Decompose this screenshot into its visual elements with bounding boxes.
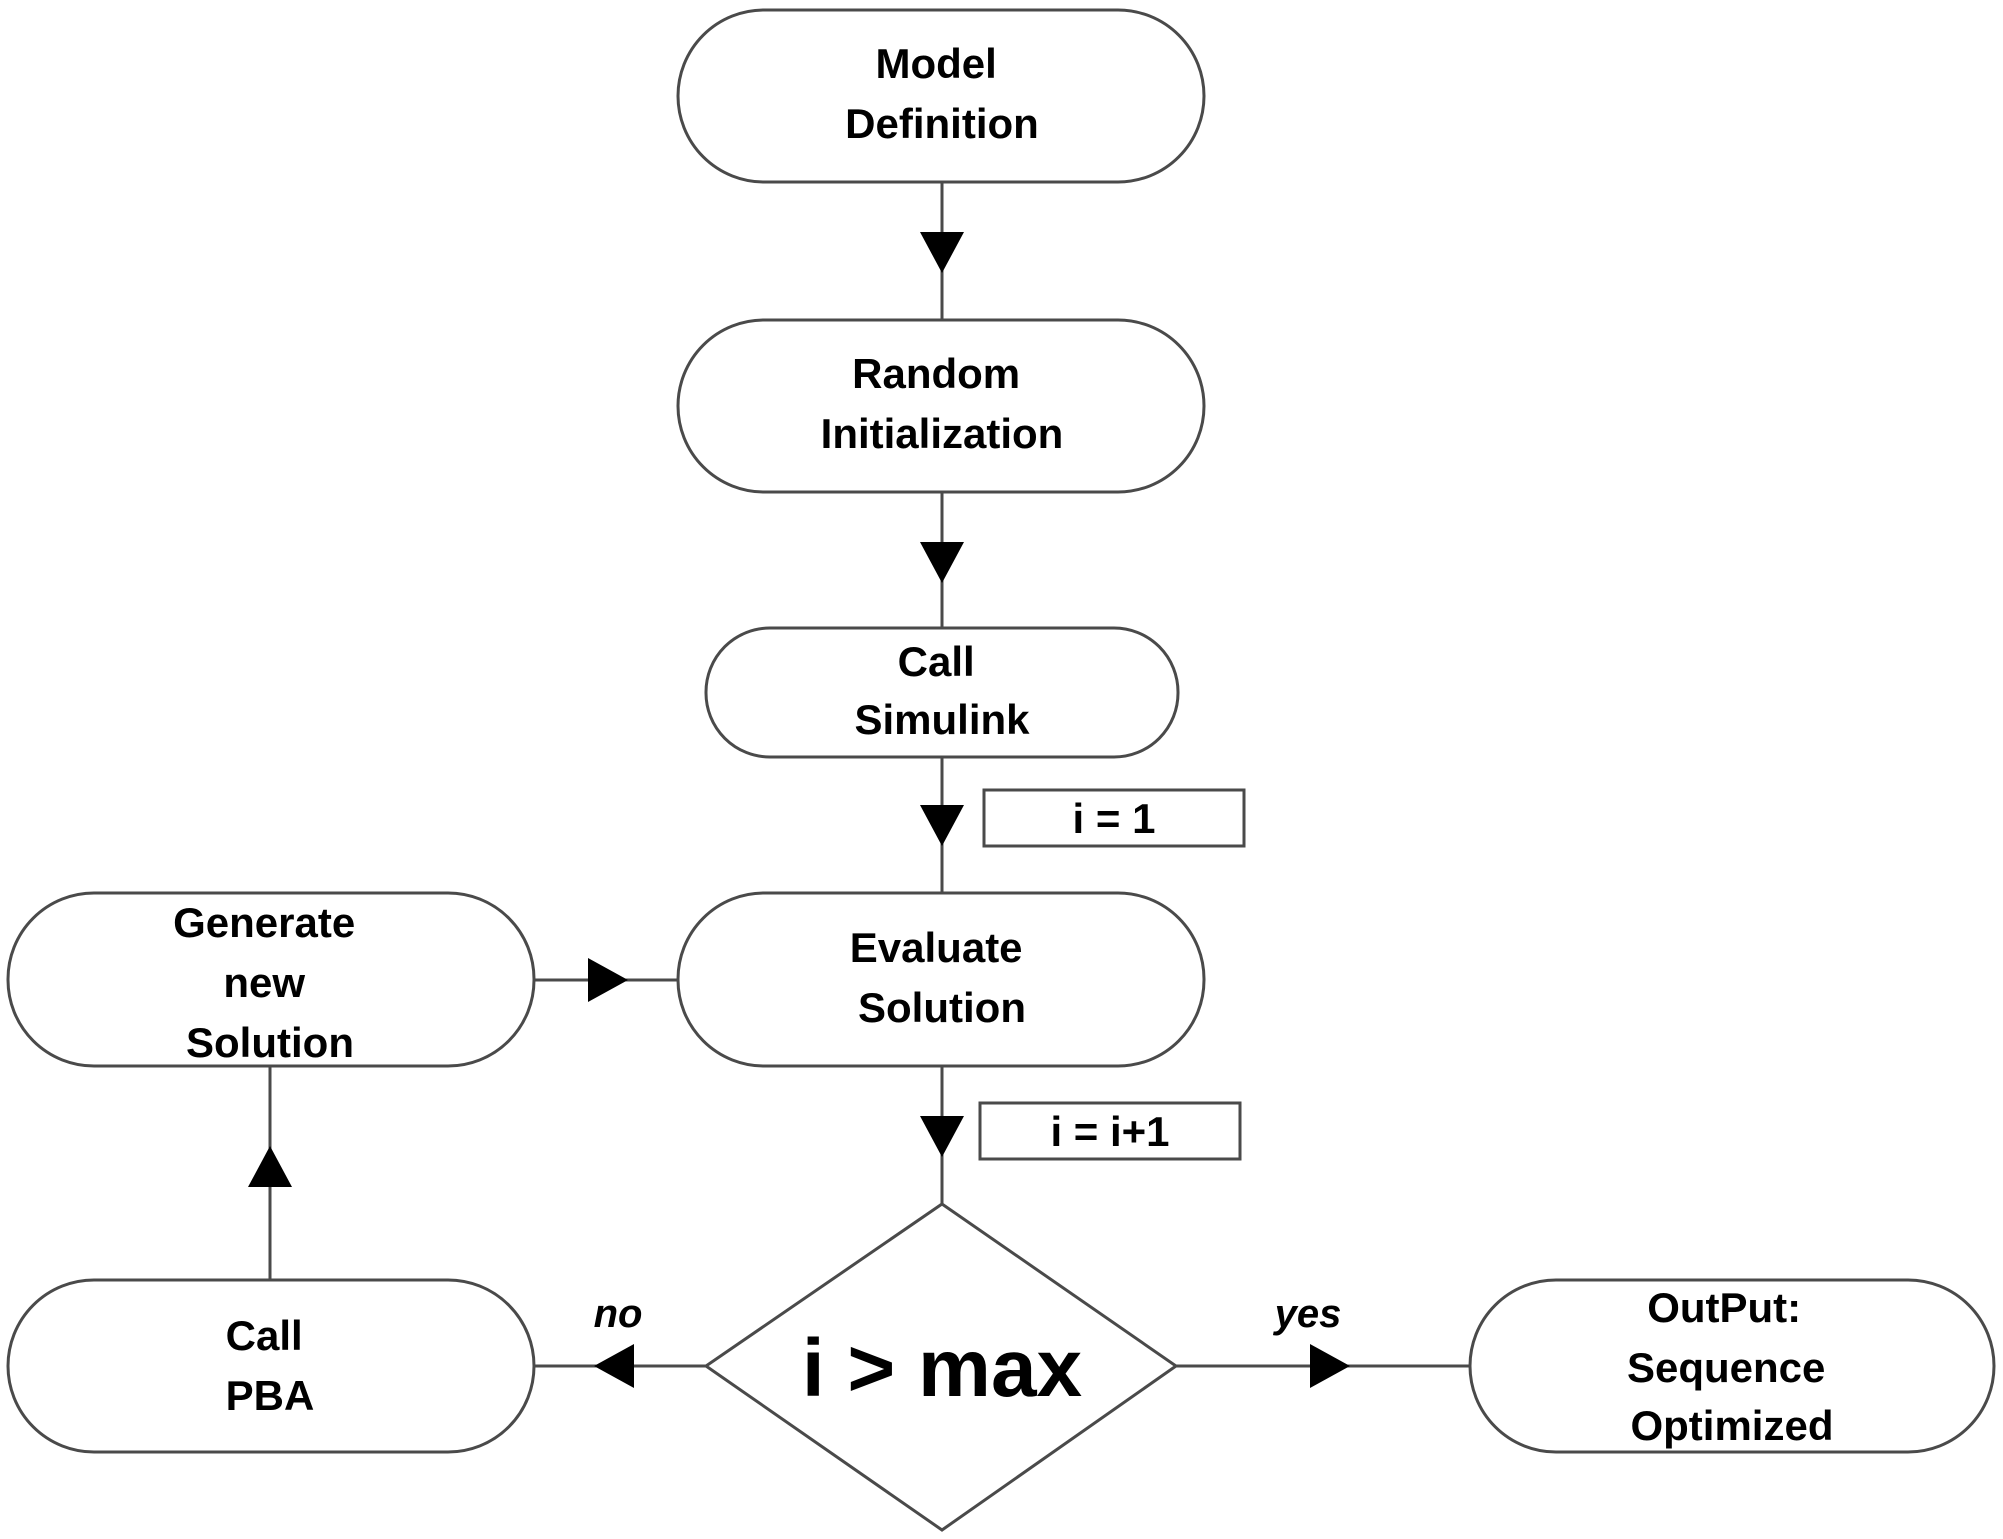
svg-text:Random Initialization: Random Initialization [821, 350, 1064, 457]
arrowhead-right-icon [1310, 1344, 1350, 1388]
node-generate-new-solution-line-1: Generate [173, 899, 355, 946]
branch-label-yes: yes [1273, 1292, 1342, 1336]
node-call-simulink-line-2: Simulink [854, 696, 1030, 743]
arrowheads [248, 232, 1350, 1388]
node-output-line-3: Optimized [1630, 1402, 1833, 1449]
svg-text:OutPut: Sequence O: OutPut: Sequence Optimized [1627, 1284, 1837, 1449]
counter-increment-label: i = i+1 [1050, 1108, 1169, 1155]
svg-text:Evaluate Solution: Evaluate Solution [850, 924, 1034, 1031]
counter-increment-box: i = i+1 [978, 1101, 1242, 1161]
counter-init-label: i = 1 [1073, 795, 1156, 842]
arrowhead-up-icon [248, 1146, 292, 1187]
branch-label-no: no [594, 1292, 643, 1336]
node-call-simulink-line-1: Call [898, 638, 975, 685]
svg-text:Model Definition: Model Definition [845, 40, 1039, 147]
counter-init-box: i = 1 [982, 788, 1246, 848]
node-model-definition: Model Definition [676, 8, 1206, 184]
arrowhead-down-icon [920, 232, 964, 273]
arrowhead-right-icon [588, 958, 628, 1002]
node-call-simulink: Call Simulink [704, 626, 1180, 759]
node-evaluate-solution: Evaluate Solution [676, 891, 1206, 1068]
arrowhead-down-icon [920, 1116, 964, 1157]
node-evaluate-solution-line-2: Solution [858, 984, 1026, 1031]
node-output: OutPut: Sequence Optimized [1468, 1278, 1996, 1454]
node-generate-new-solution-line-2: new [223, 959, 305, 1006]
node-evaluate-solution-line-1: Evaluate [850, 924, 1023, 971]
decision-label: i > max [802, 1323, 1082, 1414]
node-generate-new-solution-line-3: Solution [186, 1019, 354, 1066]
arrowhead-down-icon [920, 542, 964, 583]
node-model-definition-line-1: Model [876, 40, 997, 87]
node-output-line-2: Sequence [1627, 1344, 1825, 1391]
arrowhead-left-icon [594, 1344, 634, 1388]
svg-text:Generate new Solut: Generate new Solution [173, 899, 367, 1066]
svg-text:Call PBA: Call PBA [226, 1312, 315, 1419]
node-random-initialization-line-2: Initialization [821, 410, 1064, 457]
node-call-pba: Call PBA [6, 1278, 536, 1454]
decision-diamond: i > max [703, 1202, 1179, 1532]
node-model-definition-line-2: Definition [845, 100, 1039, 147]
node-random-initialization-line-1: Random [852, 350, 1020, 397]
node-output-line-1: OutPut: [1647, 1284, 1801, 1331]
arrowhead-down-icon [920, 805, 964, 846]
node-generate-new-solution: Generate new Solution [6, 891, 536, 1068]
node-call-pba-line-2: PBA [226, 1372, 315, 1419]
svg-text:Call Simulink: Call Simulink [854, 638, 1030, 743]
node-random-initialization: Random Initialization [676, 318, 1206, 494]
node-call-pba-line-1: Call [226, 1312, 303, 1359]
